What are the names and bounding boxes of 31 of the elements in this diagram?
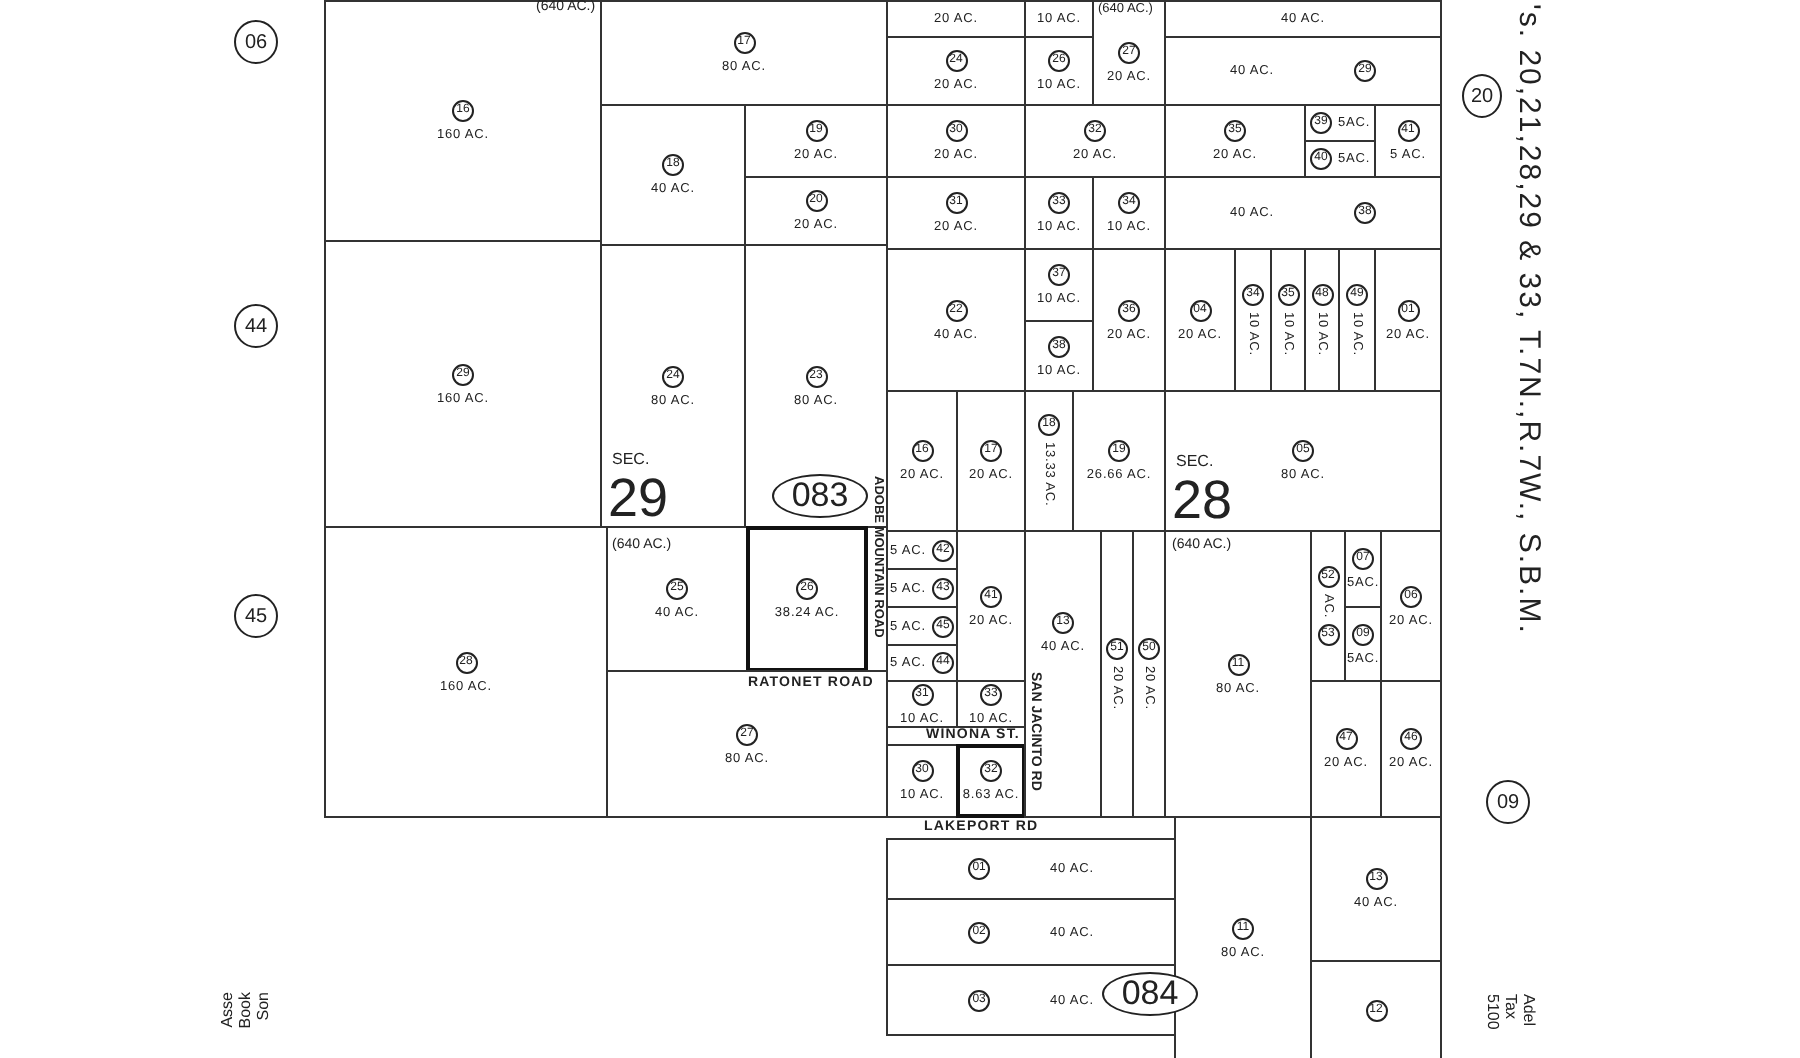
map-footer-text: 5100 [1484,994,1500,1030]
parcel [886,530,958,570]
map-title: 's. 20,21,28,29 & 33, T.7N.,R.7W., S.B.M. [1514,4,1544,635]
parcel [606,670,888,818]
adjacent-map-number: 06 [234,20,278,64]
parcel [956,680,1026,728]
adjacent-map-number: 44 [234,304,278,348]
adjacent-map-number: 45 [234,594,278,638]
map-footer-text: Adel [1520,994,1536,1027]
section-label: SEC. [612,452,650,468]
map-book-page-oval: 083 [772,474,868,518]
section-number: 28 [1172,474,1233,528]
parcel [886,568,958,608]
section-number: 29 [608,472,669,526]
parcel [324,0,602,242]
map-footer-text: Tax [1502,994,1518,1019]
parcel [956,744,1026,818]
adjacent-map-number: 20 [1462,74,1502,118]
map-book-page-oval: 084 [1102,972,1198,1016]
parcel [886,606,958,646]
parcel [324,526,608,818]
parcel [886,838,1176,900]
section-label: SEC. [1176,454,1214,470]
parcel [886,744,958,818]
parcel [1164,0,1442,38]
map-footer-text: Asse [220,992,236,1028]
map-footer-text: Son [256,992,272,1021]
map-footer-text: Book [238,992,254,1029]
parcel [886,680,958,728]
adjacent-map-number: 09 [1486,780,1530,824]
parcel [746,526,868,672]
